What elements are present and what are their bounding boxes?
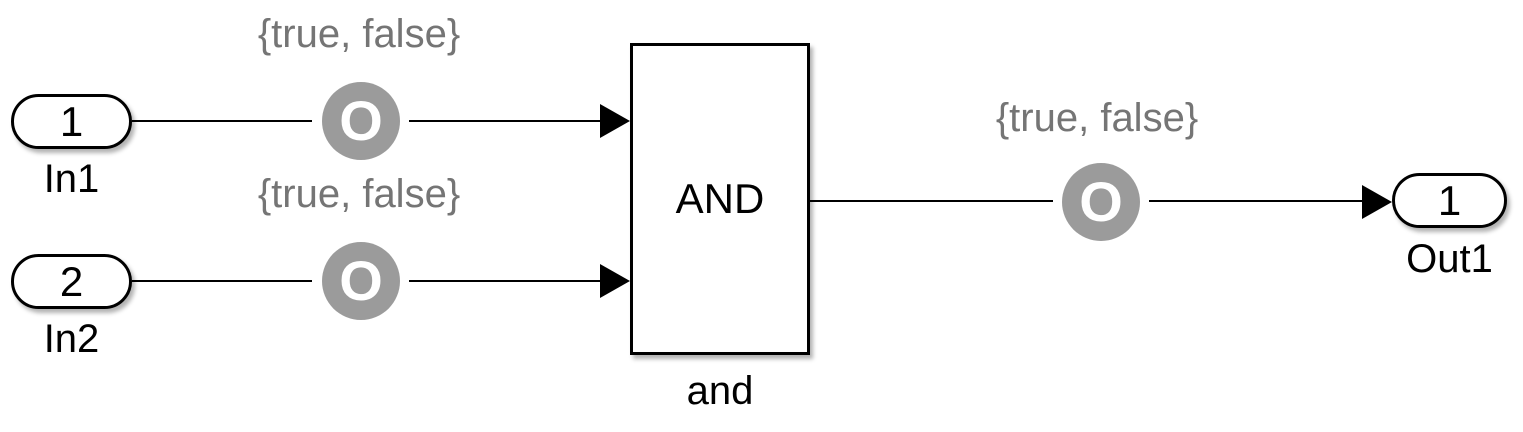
logical-operator-block-and[interactable]: AND (630, 43, 810, 355)
inport-in2-label: In2 (43, 317, 100, 361)
signal-range-annotation-out: {true, false} (995, 96, 1199, 140)
inport-block-in2[interactable]: 2 (11, 254, 132, 309)
signal-arrowhead-out1 (1362, 185, 1392, 219)
and-operator-text: AND (675, 175, 765, 222)
outport-out1-label: Out1 (1406, 237, 1493, 281)
outport-block-out1[interactable]: 1 (1392, 173, 1507, 228)
signal-line-in1-segment-a[interactable] (132, 120, 312, 122)
inport-block-in1[interactable]: 1 (11, 94, 132, 149)
signal-arrowhead-in2 (600, 264, 630, 298)
observer-badge-in1[interactable]: O (322, 82, 400, 160)
signal-line-in1-segment-b[interactable] (409, 120, 602, 122)
observer-badge-in2[interactable]: O (322, 242, 400, 320)
and-block-label: and (686, 369, 754, 413)
observer-icon: O (1079, 170, 1123, 233)
inport-in2-port-number: 2 (59, 257, 84, 305)
signal-line-out-segment-b[interactable] (1149, 200, 1364, 202)
signal-range-annotation-in2: {true, false} (257, 172, 461, 216)
observer-badge-out[interactable]: O (1062, 163, 1140, 241)
signal-arrowhead-in1 (600, 104, 630, 138)
inport-in1-port-number: 1 (59, 97, 84, 145)
signal-range-annotation-in1: {true, false} (257, 12, 461, 56)
signal-line-in2-segment-b[interactable] (409, 280, 602, 282)
observer-icon: O (339, 89, 383, 152)
signal-line-in2-segment-a[interactable] (132, 280, 312, 282)
signal-line-out-segment-a[interactable] (810, 200, 1053, 202)
inport-in1-label: In1 (43, 157, 100, 201)
observer-icon: O (339, 249, 383, 312)
outport-out1-port-number: 1 (1437, 176, 1462, 224)
